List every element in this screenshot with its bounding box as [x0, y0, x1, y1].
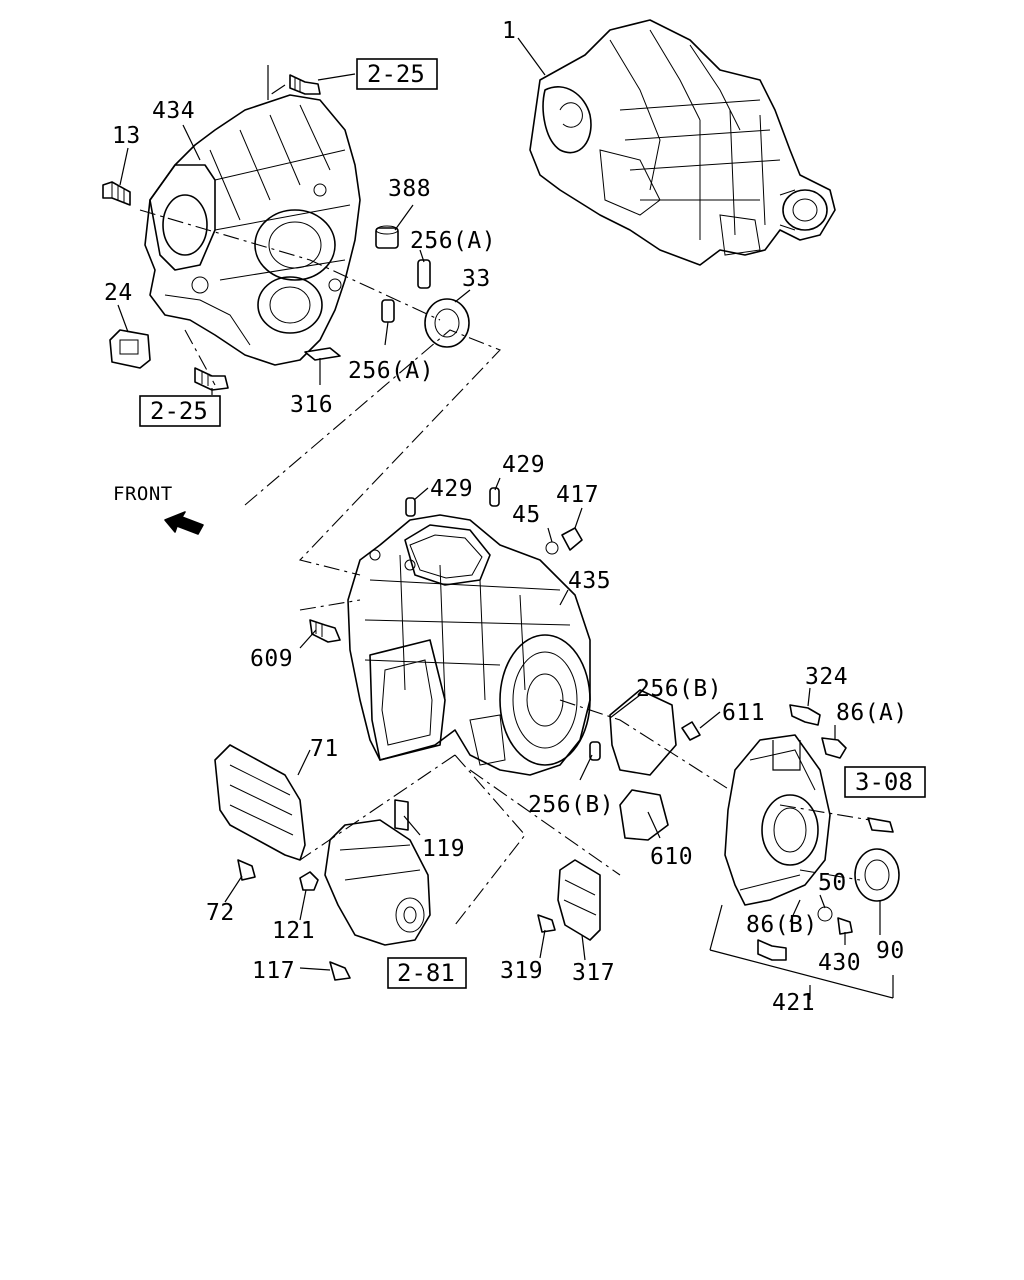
part-labels: 1 434 13 388 256(A) 33 24 256(A) 316 FRO… — [104, 18, 908, 1016]
ref-label-2-81: 2-81 — [397, 959, 455, 987]
part-label-434: 434 — [152, 98, 195, 124]
part-label-256a-top: 256(A) — [410, 228, 496, 254]
part-label-256b-bottom: 256(B) — [528, 792, 614, 818]
part-label-90: 90 — [876, 938, 905, 964]
part-label-609: 609 — [250, 646, 293, 672]
ref-box-2-81[interactable]: 2-81 — [387, 957, 467, 989]
ref-label-3-08: 3-08 — [855, 768, 913, 796]
part-label-72: 72 — [206, 900, 235, 926]
part-label-421: 421 — [772, 990, 815, 1016]
ref-box-2-25-top[interactable]: 2-25 — [356, 58, 438, 90]
part-label-316: 316 — [290, 392, 333, 418]
part-label-13: 13 — [112, 123, 141, 149]
part-label-1: 1 — [502, 18, 516, 44]
ref-box-2-25-bottom[interactable]: 2-25 — [139, 395, 221, 427]
part-label-417: 417 — [556, 482, 599, 508]
part-label-611: 611 — [722, 700, 765, 726]
front-direction-arrow — [164, 511, 204, 535]
part-label-33: 33 — [462, 266, 491, 292]
part-label-610: 610 — [650, 844, 693, 870]
transmission-case-illustration — [347, 514, 591, 776]
rear-cover-illustration — [724, 734, 900, 961]
part-label-256b-top: 256(B) — [636, 676, 722, 702]
part-label-324: 324 — [805, 664, 848, 690]
part-label-86b: 86(B) — [746, 912, 818, 938]
part-label-119: 119 — [422, 836, 465, 862]
leader-lines — [117, 37, 894, 1000]
ref-label-2-25-top: 2-25 — [367, 60, 425, 88]
part-label-71: 71 — [310, 736, 339, 762]
part-label-45: 45 — [512, 502, 541, 528]
alignment-lines — [139, 84, 871, 926]
ref-box-3-08[interactable]: 3-08 — [844, 766, 926, 798]
part-label-86a: 86(A) — [836, 700, 908, 726]
part-label-317: 317 — [572, 960, 615, 986]
part-label-117: 117 — [252, 958, 295, 984]
clutch-housing-illustration — [144, 94, 361, 366]
housing-small-parts — [102, 74, 470, 391]
front-label: FRONT — [113, 483, 173, 505]
part-label-24: 24 — [104, 280, 133, 306]
part-label-50: 50 — [818, 870, 847, 896]
part-label-121: 121 — [272, 918, 315, 944]
ref-label-2-25-bottom: 2-25 — [150, 397, 208, 425]
part-label-435: 435 — [568, 568, 611, 594]
part-label-430: 430 — [818, 950, 861, 976]
transmission-assembly-illustration — [529, 19, 836, 266]
part-label-429-left: 429 — [430, 476, 473, 502]
case-small-parts — [309, 487, 894, 841]
part-label-256a-bottom: 256(A) — [348, 358, 434, 384]
side-covers-illustration — [214, 744, 601, 981]
part-label-319: 319 — [500, 958, 543, 984]
part-label-388: 388 — [388, 176, 431, 202]
part-label-429-right: 429 — [502, 452, 545, 478]
